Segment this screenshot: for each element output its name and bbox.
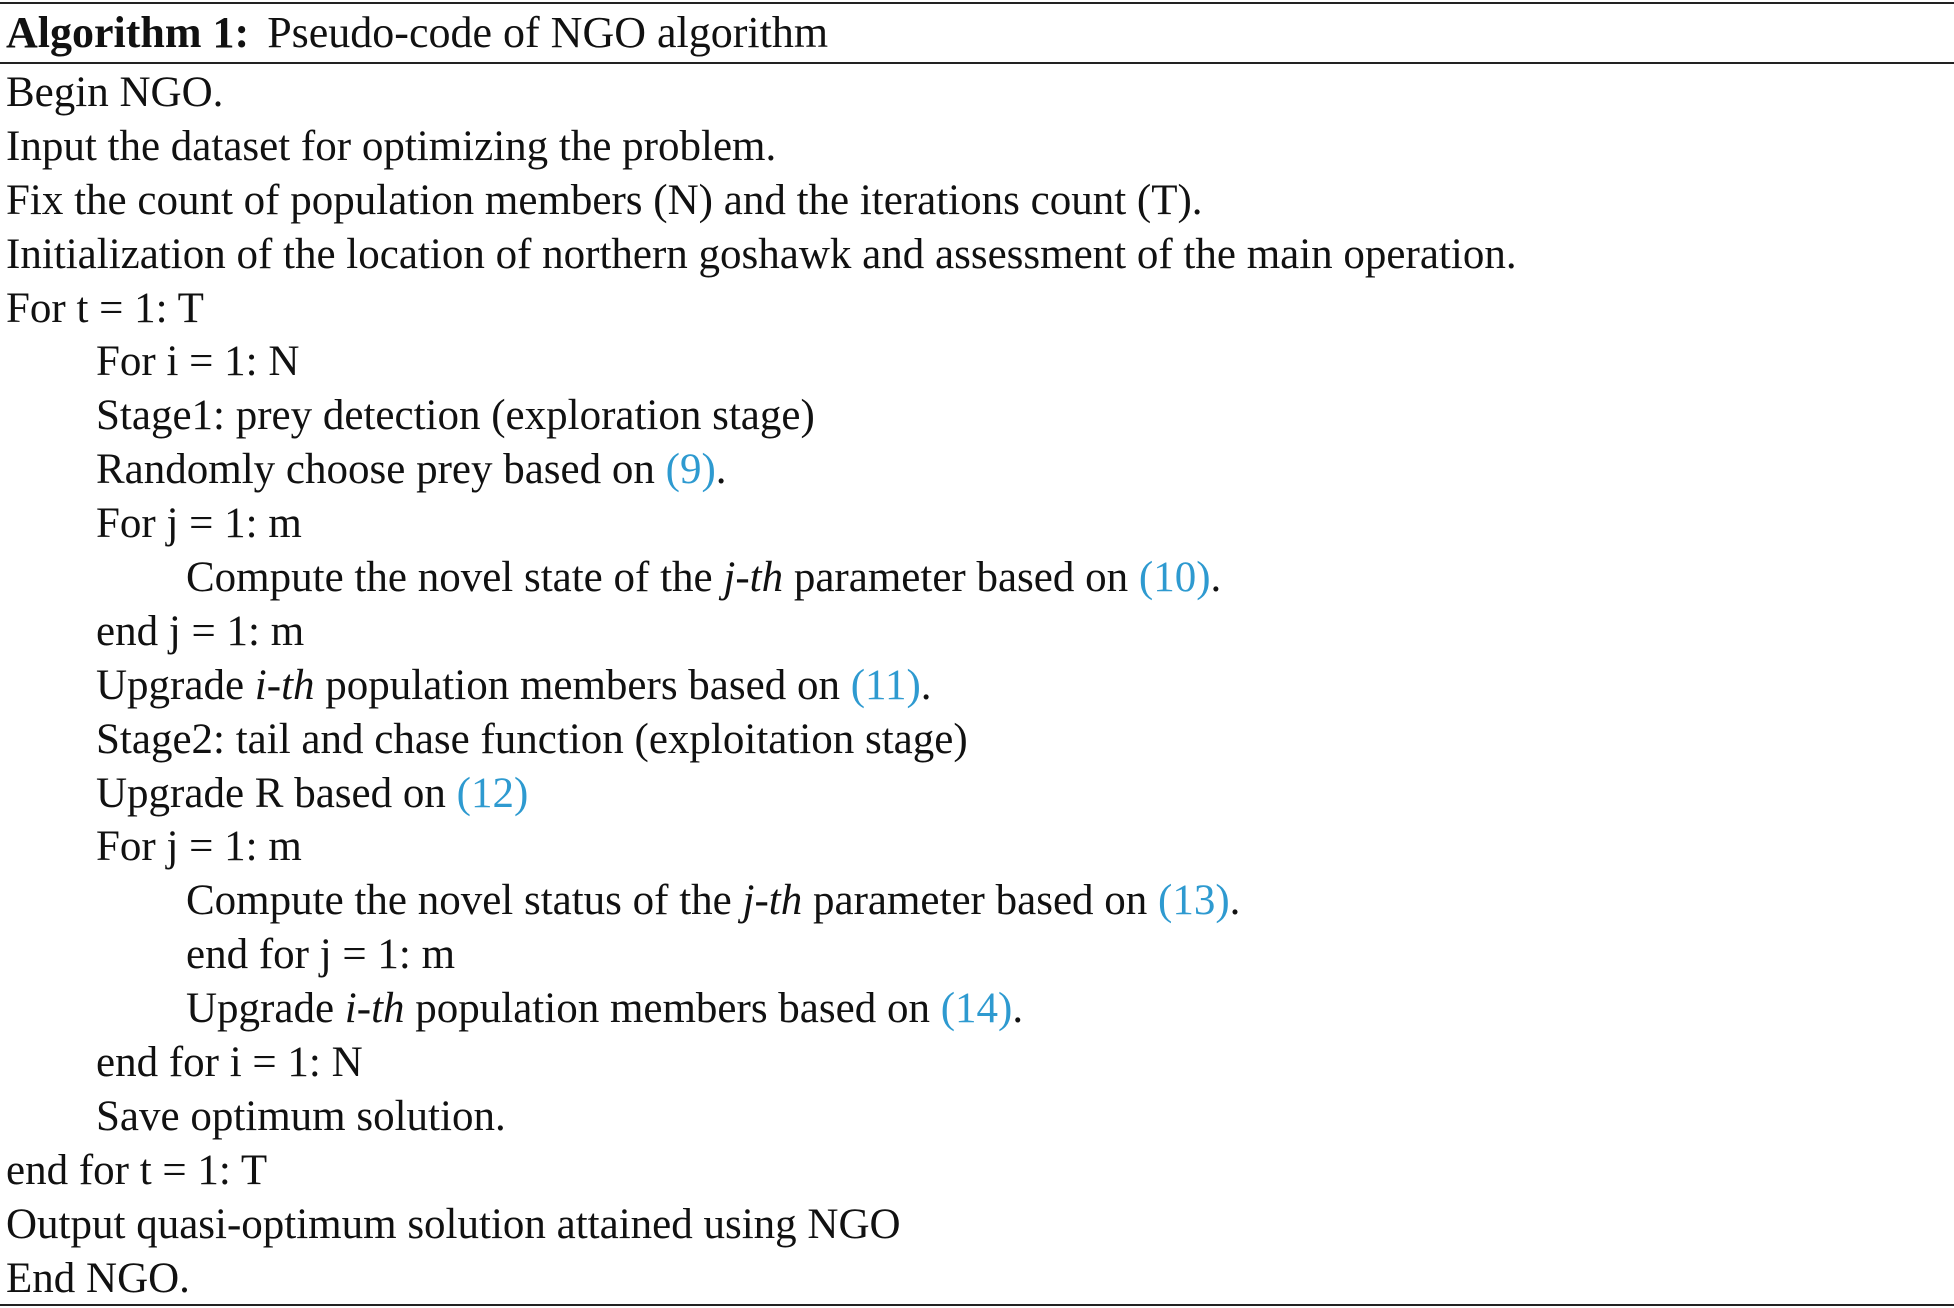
line-text: Upgrade R based on — [96, 769, 457, 817]
line-text: Compute the novel status of the — [186, 877, 743, 925]
pseudocode-line: Compute the novel state of the j-th para… — [0, 551, 1954, 605]
line-text: For t = 1: T — [6, 284, 204, 332]
top-rule — [0, 2, 1954, 4]
line-text: For j = 1: m — [96, 823, 302, 871]
pseudocode-line: Upgrade R based on (12) — [0, 767, 1954, 821]
pseudocode-line: Output quasi-optimum solution attained u… — [0, 1198, 1954, 1252]
pseudocode-line: Stage2: tail and chase function (exploit… — [0, 713, 1954, 767]
equation-reference-link[interactable]: (10) — [1138, 554, 1211, 602]
line-text: Stage1: prey detection (exploration stag… — [96, 392, 815, 440]
line-text: end j = 1: m — [96, 607, 305, 655]
line-text: For j = 1: m — [96, 500, 302, 548]
pseudocode-line: end for t = 1: T — [0, 1144, 1954, 1198]
line-text: Output quasi-optimum solution attained u… — [6, 1200, 901, 1248]
title-rule — [0, 62, 1954, 64]
line-text: Randomly choose prey based on — [96, 446, 666, 494]
equation-reference-link[interactable]: (14) — [940, 985, 1013, 1033]
line-text: Upgrade — [186, 985, 345, 1033]
pseudocode-line: End NGO. — [0, 1252, 1954, 1306]
pseudocode-line: Save optimum solution. — [0, 1090, 1954, 1144]
pseudocode-line: end j = 1: m — [0, 605, 1954, 659]
line-text: . — [1210, 554, 1222, 602]
italic-term: j-th — [742, 877, 803, 925]
pseudocode-line: For t = 1: T — [0, 282, 1954, 336]
algorithm-label: Algorithm 1: — [6, 8, 250, 57]
equation-reference-link[interactable]: (9) — [665, 446, 716, 494]
pseudocode-line: Compute the novel status of the j-th par… — [0, 874, 1954, 928]
line-text: Upgrade — [96, 661, 255, 709]
pseudocode-line: end for i = 1: N — [0, 1036, 1954, 1090]
pseudocode-lines: Begin NGO. Input the dataset for optimizi… — [0, 66, 1954, 1305]
line-text: population members based on — [404, 985, 941, 1033]
line-text: . — [1229, 877, 1241, 925]
equation-reference-link[interactable]: (13) — [1158, 877, 1230, 925]
line-text: parameter based on — [783, 554, 1139, 602]
line-text: . — [715, 446, 727, 494]
pseudocode-line: Fix the count of population members (N) … — [0, 174, 1954, 228]
pseudocode-line: Upgrade i-th population members based on… — [0, 982, 1954, 1036]
line-text: Stage2: tail and chase function (exploit… — [96, 715, 968, 763]
pseudocode-line: end for j = 1: m — [0, 928, 1954, 982]
line-text: For i = 1: N — [96, 338, 300, 386]
line-text: end for t = 1: T — [6, 1146, 268, 1194]
line-text: Begin NGO. — [6, 69, 224, 116]
pseudocode-line: Begin NGO. — [0, 66, 1954, 120]
pseudocode-line: For j = 1: m — [0, 497, 1954, 551]
pseudocode-line: Stage1: prey detection (exploration stag… — [0, 389, 1954, 443]
equation-reference-link[interactable]: (11) — [850, 661, 921, 709]
pseudocode-line: For i = 1: N — [0, 335, 1954, 389]
italic-term: i-th — [344, 985, 405, 1033]
line-text: parameter based on — [802, 877, 1159, 925]
line-text: Input the dataset for optimizing the pro… — [6, 122, 777, 170]
algorithm-caption: Pseudo-code of NGO algorithm — [267, 8, 829, 57]
line-text: population members based on — [314, 661, 851, 709]
pseudocode-line: For j = 1: m — [0, 820, 1954, 874]
pseudocode-line: Randomly choose prey based on (9). — [0, 443, 1954, 497]
pseudocode-line: Initialization of the location of northe… — [0, 228, 1954, 282]
line-text: . — [920, 661, 932, 709]
line-text: Initialization of the location of northe… — [6, 230, 1517, 278]
line-text: End NGO. — [6, 1254, 190, 1302]
italic-term: i-th — [254, 661, 315, 709]
italic-term: j-th — [723, 554, 784, 602]
line-text: Save optimum solution. — [96, 1092, 506, 1140]
algorithm-title: Algorithm 1: Pseudo-code of NGO algorithm — [6, 4, 828, 62]
pseudocode-line: Input the dataset for optimizing the pro… — [0, 120, 1954, 174]
line-text: end for i = 1: N — [96, 1039, 363, 1087]
line-text: end for j = 1: m — [186, 931, 456, 979]
equation-reference-link[interactable]: (12) — [456, 769, 529, 817]
line-text: . — [1012, 985, 1024, 1033]
line-text: Compute the novel state of the — [186, 554, 724, 602]
line-text: Fix the count of population members (N) … — [6, 176, 1203, 224]
pseudocode-line: Upgrade i-th population members based on… — [0, 659, 1954, 713]
bottom-rule — [0, 1304, 1954, 1306]
